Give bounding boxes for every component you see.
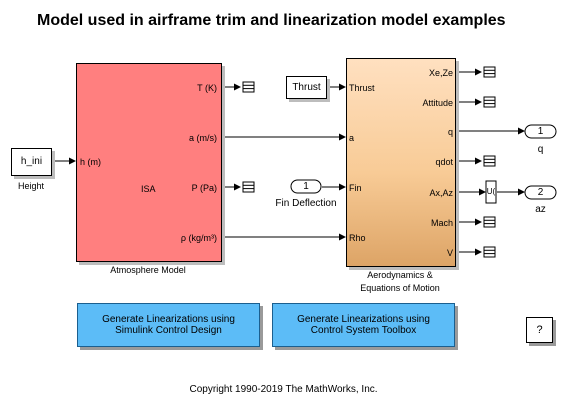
terminator-icon — [483, 155, 496, 167]
aero-output-xeze: Xe,Ze — [428, 68, 453, 78]
generate-scd-button[interactable]: Generate Linearizations using Simulink C… — [77, 303, 260, 347]
aerodynamics-block[interactable]: Thrust a Fin Rho Xe,Ze Attitude q qdot A… — [346, 58, 456, 267]
aero-input-thrust: Thrust — [349, 83, 375, 93]
atmos-input-h: h (m) — [80, 157, 101, 167]
aero-output-mach: Mach — [430, 218, 453, 228]
help-button[interactable]: ? — [526, 317, 553, 343]
atmosphere-block-label: Atmosphere Model — [110, 265, 186, 275]
atmos-output-temp: T (K) — [197, 83, 217, 93]
terminator-icon — [483, 246, 496, 258]
aero-input-a: a — [349, 133, 355, 143]
selector-block[interactable]: U( — [486, 187, 496, 196]
atmosphere-block[interactable]: h (m) T (K) a (m/s) P (Pa) ρ (kg/m³) ISA — [76, 63, 222, 262]
terminator-icon — [483, 96, 496, 108]
terminator-icon — [242, 181, 255, 193]
help-icon: ? — [536, 324, 543, 336]
fin-constant-value[interactable]: 1 — [303, 181, 309, 192]
terminator-icon — [242, 81, 255, 93]
atmos-output-pressure: P (Pa) — [191, 183, 217, 193]
aero-block-label-line2: Equations of Motion — [360, 283, 440, 293]
fin-deflection-label: Fin Deflection — [275, 198, 337, 209]
thrust-value: Thrust — [292, 82, 321, 93]
generate-cst-button[interactable]: Generate Linearizations using Control Sy… — [272, 303, 455, 347]
generate-cst-label: Generate Linearizations using Control Sy… — [297, 314, 430, 336]
copyright-notice: Copyright 1990-2019 The MathWorks, Inc. — [189, 384, 378, 395]
aero-output-q: q — [447, 127, 453, 137]
aero-output-v: V — [446, 248, 453, 258]
aero-input-fin: Fin — [349, 183, 362, 193]
selector-shape — [485, 180, 497, 204]
outport-q-label: q — [537, 144, 544, 155]
fin-constant-shape — [290, 179, 322, 194]
atmos-output-speed: a (m/s) — [189, 133, 217, 143]
atmos-output-density: ρ (kg/m³) — [180, 233, 217, 243]
terminator-icon — [483, 66, 496, 78]
outport-az-number[interactable]: 2 — [537, 187, 544, 198]
diagram-title: Model used in airframe trim and lineariz… — [37, 12, 506, 29]
height-value: h_ini — [20, 156, 43, 167]
aero-output-axaz: Ax,Az — [429, 188, 453, 198]
aero-output-qdot: qdot — [435, 157, 453, 167]
height-label: Height — [17, 181, 44, 191]
generate-scd-label: Generate Linearizations using Simulink C… — [102, 314, 235, 336]
atmos-center-label: ISA — [141, 184, 156, 194]
height-constant-block[interactable]: h_ini — [11, 148, 52, 176]
aero-block-label-line1: Aerodynamics & — [367, 270, 433, 280]
terminator-icon — [483, 216, 496, 228]
aero-input-rho: Rho — [349, 233, 366, 243]
outport-az-shape — [524, 185, 557, 200]
outport-az-label: az — [535, 204, 546, 215]
thrust-constant-block[interactable]: Thrust — [286, 76, 327, 99]
aero-output-attitude: Attitude — [422, 98, 453, 108]
outport-q-number[interactable]: 1 — [537, 126, 544, 137]
outport-q-shape — [524, 124, 557, 139]
